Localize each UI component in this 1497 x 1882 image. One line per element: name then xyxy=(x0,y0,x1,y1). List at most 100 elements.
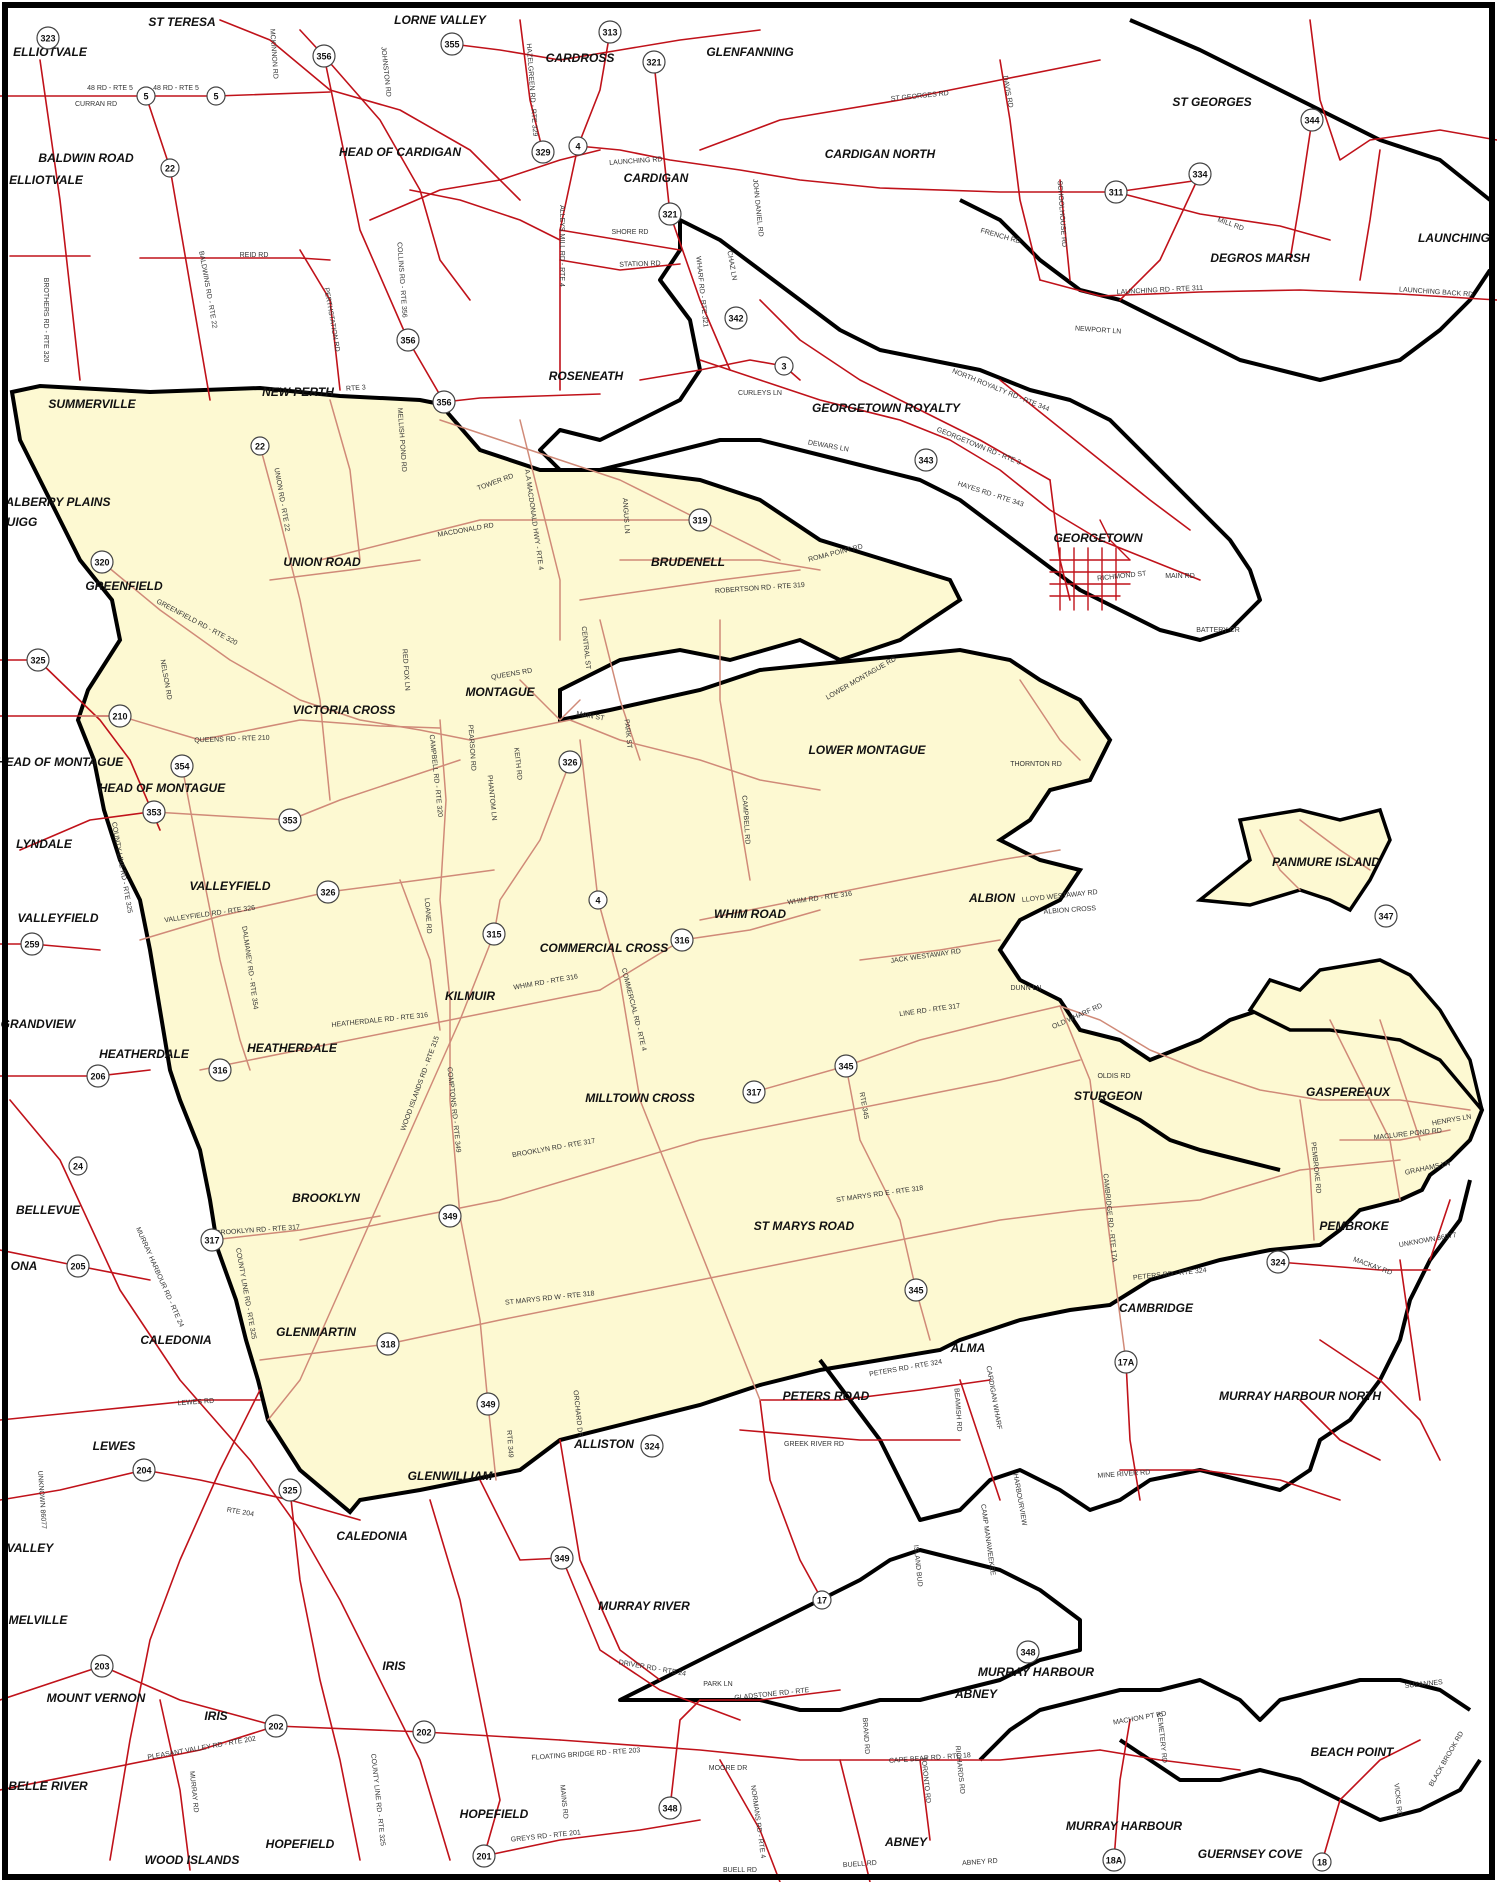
route-shield-icon: 3 xyxy=(774,356,794,376)
route-shield-icon: 5 xyxy=(136,86,156,106)
route-shield-icon: 325 xyxy=(26,648,50,672)
route-shield-icon: 355 xyxy=(440,32,464,56)
route-number: 325 xyxy=(282,1486,297,1496)
route-number: 5 xyxy=(143,92,148,102)
route-number: 259 xyxy=(24,940,39,950)
route-shield-circle xyxy=(642,50,666,74)
route-shield-icon: 354 xyxy=(170,754,194,778)
road-label: QUEENS RD - RTE 210 xyxy=(194,735,270,745)
road-label: 48 RD - RTE 5 xyxy=(87,85,133,92)
route-shield-icon: 353 xyxy=(278,808,302,832)
road-label: PHANTOM LN xyxy=(486,775,498,821)
road-label: RTE 204 xyxy=(226,1507,254,1519)
route-shield-circle xyxy=(914,448,938,472)
route-shield-circle xyxy=(598,20,622,44)
place-label: HEAD OF CARDIGAN xyxy=(339,145,461,159)
route-shield-circle xyxy=(108,704,132,728)
road-label: PEARSON RD xyxy=(466,725,476,772)
road-label: BATTERY CR xyxy=(1196,627,1240,634)
place-label: GLENFANNING xyxy=(706,45,793,59)
route-shield-icon: 321 xyxy=(658,202,682,226)
place-label: ST TERESA xyxy=(148,15,215,29)
road-label: SHORE RD xyxy=(612,229,649,236)
route-shield-circle xyxy=(774,356,794,376)
route-shield-circle xyxy=(278,808,302,832)
route-shield-circle xyxy=(742,1080,766,1104)
place-label: KILMUIR xyxy=(445,989,495,1003)
route-shield-icon: 345 xyxy=(834,1054,858,1078)
route-number: 348 xyxy=(1020,1648,1035,1658)
route-shield-icon: 203 xyxy=(90,1654,114,1678)
place-label: UIGG xyxy=(7,515,38,529)
place-label: VICTORIA CROSS xyxy=(293,703,396,717)
road-label: ANGUS LN xyxy=(621,498,630,534)
route-shield-circle xyxy=(658,1796,682,1820)
route-number: 344 xyxy=(1304,116,1319,126)
route-shield-circle xyxy=(142,800,166,824)
route-number: 17 xyxy=(817,1596,827,1606)
route-shield-circle xyxy=(200,1228,224,1252)
route-shield-icon: 316 xyxy=(208,1058,232,1082)
route-number: 356 xyxy=(400,336,415,346)
route-number: 324 xyxy=(1270,1258,1285,1268)
route-shield-icon: 320 xyxy=(90,550,114,574)
road-label: ALBION CROSS xyxy=(1043,905,1096,916)
route-shield-circle xyxy=(132,1458,156,1482)
coastlines xyxy=(538,18,1492,1822)
road-label: RTE 3 xyxy=(346,384,366,392)
place-label: MURRAY HARBOUR NORTH xyxy=(1219,1389,1381,1403)
route-number: 320 xyxy=(94,558,109,568)
route-number: 205 xyxy=(70,1262,85,1272)
place-label: GUERNSEY COVE xyxy=(1198,1847,1303,1861)
route-number: 324 xyxy=(644,1442,659,1452)
road-label: REID RD xyxy=(240,252,269,259)
route-number: 17A xyxy=(1118,1358,1135,1368)
place-label: GEORGETOWN xyxy=(1053,531,1142,545)
route-shield-circle xyxy=(568,136,588,156)
road-label: MAIN RD xyxy=(1165,573,1195,580)
road-label: VICKS RD xyxy=(1392,1783,1402,1817)
route-shield-circle xyxy=(588,890,608,910)
route-number: 22 xyxy=(255,442,265,452)
route-shield-circle xyxy=(160,158,180,178)
route-number: 210 xyxy=(112,712,127,722)
route-shield-circle xyxy=(531,140,555,164)
route-shield-circle xyxy=(136,86,156,106)
route-shield-circle xyxy=(688,508,712,532)
route-shield-icon: 318 xyxy=(376,1332,400,1356)
route-shield-circle xyxy=(670,928,694,952)
place-label: GREENFIELD xyxy=(85,579,163,593)
road-label: DUNN LN xyxy=(1010,985,1041,992)
route-number: 353 xyxy=(146,808,161,818)
route-shield-circle xyxy=(250,436,270,456)
route-shield-icon: 349 xyxy=(438,1204,462,1228)
road-label: MOORE DR xyxy=(709,1765,748,1772)
route-number: 311 xyxy=(1109,188,1124,198)
route-number: 5 xyxy=(213,92,218,102)
place-label: MELVILLE xyxy=(9,1613,69,1627)
road-label: KEITH RD xyxy=(512,747,522,780)
route-number: 22 xyxy=(165,164,175,174)
road-label: 48 RD - RTE 5 xyxy=(153,85,199,92)
route-number: 18A xyxy=(1106,1856,1123,1866)
road-label: CENTRAL ST xyxy=(580,626,592,671)
route-shield-icon: 22 xyxy=(250,436,270,456)
route-shield-icon: 5 xyxy=(206,86,226,106)
route-shield-icon: 349 xyxy=(476,1392,500,1416)
route-shield-circle xyxy=(558,750,582,774)
route-number: 203 xyxy=(94,1662,109,1672)
route-number: 348 xyxy=(662,1804,677,1814)
route-number: 356 xyxy=(436,398,451,408)
roads-inside xyxy=(79,399,1471,1481)
route-number: 347 xyxy=(1378,912,1393,922)
place-label: BELLE RIVER xyxy=(8,1779,88,1793)
road-label: LAUNCHING RD xyxy=(609,156,663,167)
place-label: IRIS xyxy=(382,1659,405,1673)
place-label: BROOKLYN xyxy=(292,1191,360,1205)
route-shield-icon: 326 xyxy=(558,750,582,774)
route-shield-icon: 356 xyxy=(312,44,336,68)
route-number: 204 xyxy=(136,1466,151,1476)
route-number: 345 xyxy=(908,1286,923,1296)
route-number: 319 xyxy=(692,516,707,526)
